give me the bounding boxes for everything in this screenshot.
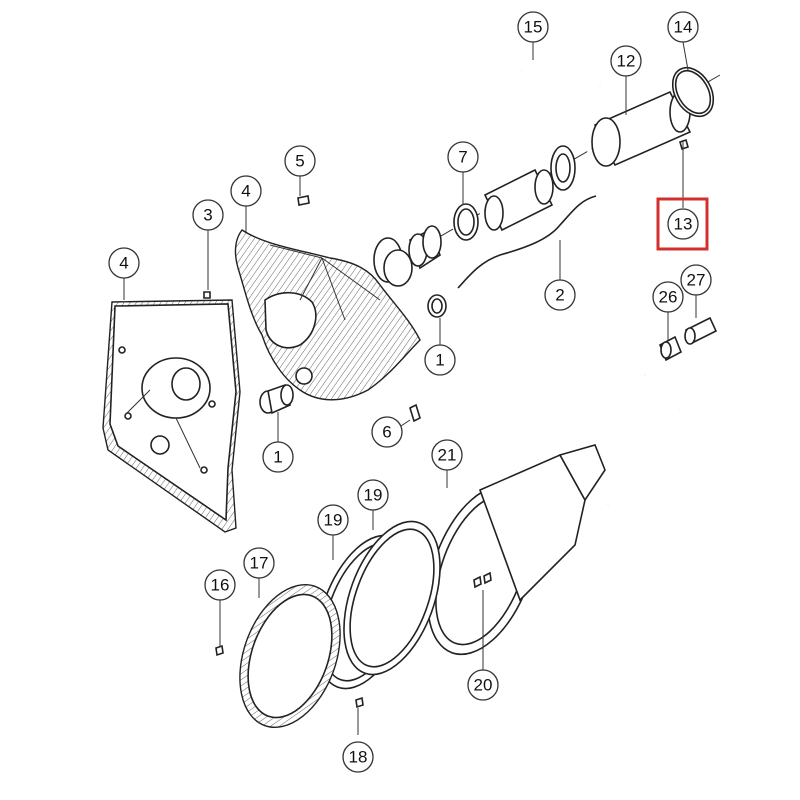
part-screw-16 xyxy=(215,644,224,657)
svg-text:14: 14 xyxy=(674,18,693,37)
callout-2[interactable]: 2 xyxy=(544,279,576,311)
svg-text:12: 12 xyxy=(617,52,636,71)
callout-5[interactable]: 5 xyxy=(284,145,316,177)
svg-text:4: 4 xyxy=(119,254,128,273)
svg-text:20: 20 xyxy=(474,676,493,695)
svg-text:17: 17 xyxy=(250,554,269,573)
part-lock-nut xyxy=(427,294,447,318)
callout-16[interactable]: 16 xyxy=(204,569,236,601)
callouts: 15 14 12 7 5 4 3 4 13 2 26 27 1 1 6 21 1… xyxy=(108,11,712,773)
callout-7[interactable]: 7 xyxy=(447,141,479,173)
svg-text:18: 18 xyxy=(349,748,368,767)
svg-text:6: 6 xyxy=(382,423,391,442)
callout-4-housing[interactable]: 4 xyxy=(230,175,262,207)
part-screw-3 xyxy=(203,291,211,299)
part-light-housing-21 xyxy=(426,374,682,656)
callout-15[interactable]: 15 xyxy=(517,11,549,43)
part-fitting-26 xyxy=(658,335,683,362)
leader-lines xyxy=(123,41,697,735)
part-mounting-plate xyxy=(102,299,241,533)
part-wire-2 xyxy=(457,195,597,289)
callout-19-back[interactable]: 19 xyxy=(357,479,389,511)
svg-text:1: 1 xyxy=(273,448,282,467)
callout-20[interactable]: 20 xyxy=(467,669,499,701)
svg-text:5: 5 xyxy=(295,152,304,171)
part-screw-13 xyxy=(679,138,689,151)
callout-6[interactable]: 6 xyxy=(371,416,403,448)
svg-text:19: 19 xyxy=(364,486,383,505)
part-nozzle-fitting xyxy=(259,383,294,415)
callout-13-highlighted[interactable]: 13 xyxy=(656,197,709,251)
callout-14[interactable]: 14 xyxy=(667,11,699,43)
part-tube-assembly xyxy=(373,145,576,287)
part-screw-20 xyxy=(473,571,492,589)
svg-text:15: 15 xyxy=(524,18,543,37)
part-gasket-19-back xyxy=(343,520,441,676)
part-ribbed-housing xyxy=(234,229,421,401)
part-screw-18 xyxy=(355,696,364,709)
svg-text:7: 7 xyxy=(458,148,467,167)
part-ring-17 xyxy=(239,584,341,728)
svg-text:2: 2 xyxy=(555,286,564,305)
callout-1-nut[interactable]: 1 xyxy=(424,344,456,376)
callout-3[interactable]: 3 xyxy=(192,199,224,231)
callout-1-nozzle[interactable]: 1 xyxy=(262,441,294,473)
highlight-box xyxy=(656,197,709,251)
svg-text:19: 19 xyxy=(324,511,343,530)
part-pin-5 xyxy=(297,195,310,206)
callout-12[interactable]: 12 xyxy=(610,45,642,77)
svg-text:26: 26 xyxy=(659,288,678,307)
part-ring-14 xyxy=(671,66,715,118)
svg-text:4: 4 xyxy=(241,182,250,201)
svg-text:1: 1 xyxy=(435,351,444,370)
callout-19-front[interactable]: 19 xyxy=(317,504,349,536)
callout-21[interactable]: 21 xyxy=(431,439,463,471)
part-hose-15 xyxy=(520,60,602,88)
part-sleeve-12 xyxy=(591,90,692,167)
callout-26[interactable]: 26 xyxy=(652,281,684,313)
svg-text:21: 21 xyxy=(438,446,457,465)
svg-text:16: 16 xyxy=(211,576,230,595)
svg-text:3: 3 xyxy=(203,206,212,225)
svg-text:13: 13 xyxy=(674,215,693,234)
callout-17[interactable]: 17 xyxy=(243,547,275,579)
svg-text:27: 27 xyxy=(687,271,706,290)
part-fitting-27 xyxy=(684,316,718,345)
callout-4-plate[interactable]: 4 xyxy=(108,247,140,279)
callout-18[interactable]: 18 xyxy=(342,741,374,773)
part-pin-6 xyxy=(409,403,421,423)
callout-27[interactable]: 27 xyxy=(680,264,712,296)
